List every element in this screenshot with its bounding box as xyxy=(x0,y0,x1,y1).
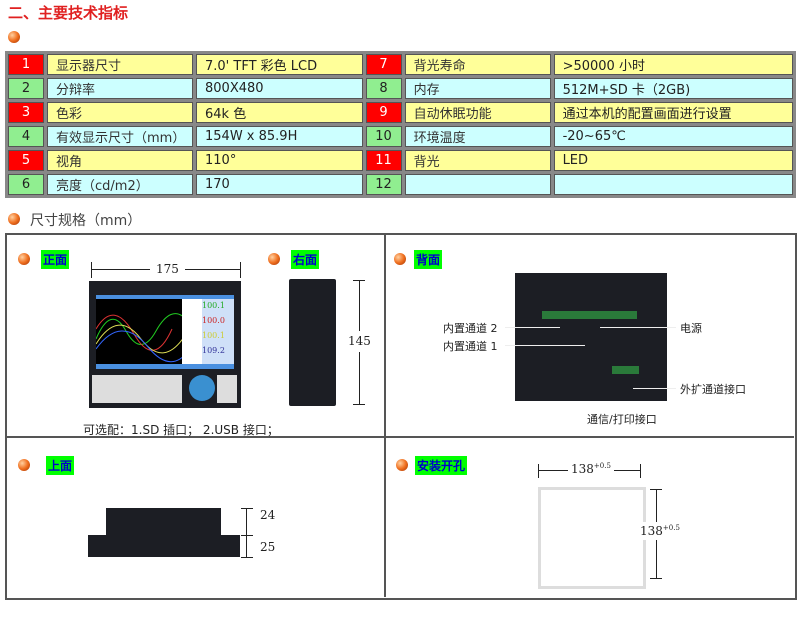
top-dim-lower: 25 xyxy=(260,540,276,554)
front-width-dim: 175 xyxy=(150,262,185,276)
label-power: 电源 xyxy=(680,322,702,335)
bullet-icon xyxy=(8,213,20,225)
spec-value xyxy=(553,174,793,195)
reading: 109.2 xyxy=(202,346,225,355)
back-view-tag: 背面 xyxy=(414,250,443,269)
right-height-dim: 145 xyxy=(348,334,371,348)
spec-label: 环境温度 xyxy=(404,126,551,147)
spec-number: 1 xyxy=(8,54,44,75)
cutout-outline xyxy=(538,487,646,589)
spec-value: 170 xyxy=(196,174,363,195)
spec-value: 64k 色 xyxy=(196,102,363,123)
top-view-image xyxy=(106,508,221,536)
bullet-icon xyxy=(8,31,20,43)
spec-label: 视角 xyxy=(47,150,193,171)
label-comm-print-port: 通信/打印接口 xyxy=(587,413,657,426)
label-channel-2: 内置通道 2 xyxy=(443,322,498,335)
spec-label xyxy=(404,174,551,195)
spec-value: 7.0' TFT 彩色 LCD xyxy=(196,54,363,75)
label-expansion-port: 外扩通道接口 xyxy=(680,383,746,396)
front-view-tag: 正面 xyxy=(41,250,70,269)
spec-label: 背光寿命 xyxy=(404,54,551,75)
spec-value: 154W x 85.9H xyxy=(196,126,363,147)
spec-number: 10 xyxy=(365,126,402,147)
section-title: 二、主要技术指标 xyxy=(8,4,129,22)
cutout-height-dim: 138+0.5 xyxy=(640,522,680,540)
cutout-width-dim: 138+0.5 xyxy=(568,462,614,476)
dimensions-title: 尺寸规格（mm） xyxy=(30,213,142,229)
spec-number: 8 xyxy=(365,78,402,99)
spec-label: 背光 xyxy=(404,150,551,171)
spec-number: 9 xyxy=(365,102,402,123)
spec-value: 通过本机的配置画面进行设置 xyxy=(553,102,793,123)
bullet-icon xyxy=(396,459,408,471)
bullet-icon xyxy=(18,253,30,265)
spec-number: 6 xyxy=(8,174,44,195)
spec-label: 有效显示尺寸（mm） xyxy=(47,126,193,147)
options-note: 可选配：1.SD 插口； 2.USB 接口； xyxy=(83,423,279,437)
spec-number: 5 xyxy=(8,150,44,171)
bullet-icon xyxy=(394,253,406,265)
spec-number: 12 xyxy=(365,174,402,195)
label-channel-1: 内置通道 1 xyxy=(443,340,498,353)
cutout-tag: 安装开孔 xyxy=(415,456,468,475)
reading: 100.0 xyxy=(202,316,225,325)
spec-value: -20~65℃ xyxy=(553,126,793,147)
spec-number: 7 xyxy=(365,54,402,75)
spec-number: 2 xyxy=(8,78,44,99)
spec-value: >50000 小时 xyxy=(553,54,793,75)
spec-label: 亮度（cd/m2） xyxy=(47,174,193,195)
spec-value: LED xyxy=(553,150,793,171)
spec-label: 自动休眠功能 xyxy=(404,102,551,123)
bullet-icon xyxy=(18,459,30,471)
bullet-icon xyxy=(268,253,280,265)
right-view-tag: 右面 xyxy=(291,250,320,269)
spec-label: 显示器尺寸 xyxy=(47,54,193,75)
top-view-tag: 上面 xyxy=(46,456,75,475)
reading: 100.1 xyxy=(202,301,225,310)
spec-number: 3 xyxy=(8,102,44,123)
spec-label: 内存 xyxy=(404,78,551,99)
spec-label: 分辩率 xyxy=(47,78,193,99)
reading: 100.1 xyxy=(202,331,225,340)
spec-label: 色彩 xyxy=(47,102,193,123)
spec-number: 4 xyxy=(8,126,44,147)
spec-number: 11 xyxy=(365,150,402,171)
back-view-image xyxy=(515,273,667,401)
spec-value: 512M+SD 卡（2GB) xyxy=(553,78,793,99)
spec-value: 800X480 xyxy=(196,78,363,99)
top-dim-upper: 24 xyxy=(260,508,276,522)
spec-value: 110° xyxy=(196,150,363,171)
right-view-image xyxy=(289,279,336,406)
front-view-image: 100.1 100.0 100.1 109.2 xyxy=(89,281,241,408)
